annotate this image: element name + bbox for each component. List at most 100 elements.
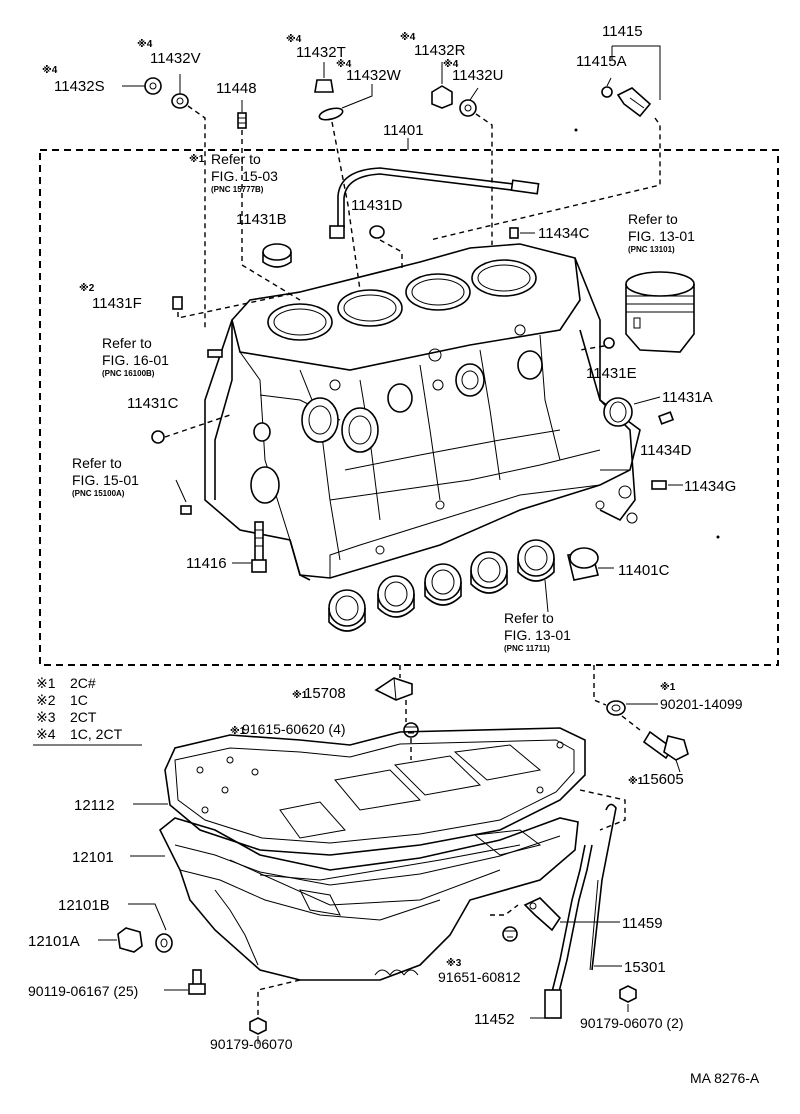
ref-line1-15-03: Refer to <box>211 151 261 167</box>
part-label-11432S: 11432S <box>54 78 105 95</box>
oil-pan-drawing <box>130 789 626 1020</box>
part-label-11431F: 11431F <box>92 295 142 312</box>
part-11432R-drawing <box>431 62 453 109</box>
part-15708-drawing <box>374 665 413 722</box>
part-label-12101B: 12101B <box>58 897 110 914</box>
part-11431D-drawing <box>369 225 403 272</box>
part-label-12101A: 12101A <box>28 933 80 950</box>
part-label-12112: 12112 <box>74 797 115 814</box>
part-label-11434D: 11434D <box>640 442 692 459</box>
part-mark-15605: ※1 <box>628 775 644 787</box>
part-label-11416: 11416 <box>186 555 227 572</box>
ref-pnc-16-01: (PNC 16100B) <box>102 369 155 378</box>
ref-line1-13-01-piston: Refer to <box>628 211 678 227</box>
part-16-01-pin-drawing <box>207 349 223 358</box>
part-11416-drawing <box>232 521 267 573</box>
part-label-90119-06167: 90119-06167 (25) <box>28 983 138 999</box>
part-11431C-drawing <box>151 414 231 444</box>
part-11434G-drawing <box>651 480 683 490</box>
part-11431B-drawing <box>262 243 292 268</box>
part-label-90201-14099: 90201-14099 <box>660 696 743 712</box>
part-11401C-drawing <box>567 547 614 581</box>
legend-text-3: 2CT <box>70 709 97 725</box>
piston-drawing <box>625 271 695 353</box>
part-11434C-drawing <box>509 227 535 239</box>
part-labels: ※4 11432S ※4 11432V 11448 ※4 11432T ※4 1… <box>28 23 760 1086</box>
part-mark-11432W: ※4 <box>336 58 352 70</box>
part-11431F-drawing <box>172 291 301 319</box>
part-15301-drawing <box>589 803 622 971</box>
part-label-11432V: 11432V <box>150 50 201 67</box>
part-mark-11432S: ※4 <box>42 64 58 76</box>
part-91615-60620-drawing <box>403 722 419 760</box>
ref-line2-15-01: FIG. 15-01 <box>72 472 139 488</box>
part-15-01-pin-drawing <box>175 479 192 515</box>
part-mark-91651-60812: ※3 <box>446 957 462 969</box>
part-12101B-drawing <box>128 903 173 953</box>
main-bearings-drawing <box>328 539 555 632</box>
part-mark-91615-60620: ※1 <box>230 725 246 737</box>
ref-pnc-13-01-piston: (PNC 13101) <box>628 245 675 254</box>
legend-mark-2: ※2 <box>36 692 56 708</box>
part-label-12101: 12101 <box>72 849 114 866</box>
legend-text-1: 2C# <box>70 675 96 691</box>
part-90201-14099-drawing <box>593 665 658 716</box>
part-label-91651-60812: 91651-60812 <box>438 969 521 985</box>
part-11448-drawing <box>237 100 301 301</box>
ref-line1-13-01-bearing: Refer to <box>504 610 554 626</box>
part-label-11432W: 11432W <box>346 67 402 84</box>
ref-pnc-13-01-bearing: (PNC 11711) <box>504 644 550 653</box>
part-label-11431A: 11431A <box>662 389 713 406</box>
part-11452-drawing <box>530 844 593 1019</box>
part-label-90179-06070: 90179-06070 <box>210 1036 293 1052</box>
legend-mark-1: ※1 <box>36 675 56 691</box>
ref-line2-13-01-piston: FIG. 13-01 <box>628 228 695 244</box>
part-11432V-drawing <box>171 74 206 330</box>
part-90179-06070-drawing <box>249 1017 267 1044</box>
part-91651-60812-drawing <box>490 904 519 942</box>
part-12101A-drawing <box>98 927 143 953</box>
part-label-11448: 11448 <box>216 80 257 97</box>
part-11459-drawing <box>523 897 620 932</box>
part-label-11431C: 11431C <box>127 395 179 412</box>
ref-line1-15-01: Refer to <box>72 455 122 471</box>
part-label-15605: 15605 <box>642 771 684 788</box>
sub-assembly-label: 11415 <box>602 23 643 40</box>
legend: ※1 2C# ※2 1C ※3 2CT ※4 1C, 2CT <box>33 675 142 746</box>
part-11432U-drawing <box>459 87 493 245</box>
part-90179-06070-2-drawing <box>619 985 637 1012</box>
part-label-11459: 11459 <box>622 915 663 932</box>
ref-line2-13-01-bearing: FIG. 13-01 <box>504 627 571 643</box>
part-label-11452: 11452 <box>474 1011 515 1028</box>
assembly-label: 11401 <box>383 122 424 139</box>
part-label-11415A: 11415A <box>576 53 627 70</box>
part-15605-drawing <box>621 715 689 773</box>
part-11432S-drawing <box>122 77 162 95</box>
part-11431A-drawing <box>603 396 661 427</box>
part-label-11431E: 11431E <box>586 365 637 382</box>
part-label-11432T: 11432T <box>296 44 346 61</box>
part-label-11432R: 11432R <box>414 42 466 59</box>
part-11415-drawing <box>429 45 661 241</box>
ref-line2-15-03: FIG. 15-03 <box>211 168 278 184</box>
ref-pnc-15-01: (PNC 15100A) <box>72 489 125 498</box>
part-label-11431B: 11431B <box>236 211 287 228</box>
part-90119-06167-drawing <box>164 969 206 995</box>
ref-line1-16-01: Refer to <box>102 335 152 351</box>
part-mark-11432U: ※4 <box>443 58 459 70</box>
part-label-11401C: 11401C <box>618 562 670 579</box>
legend-mark-3: ※3 <box>36 709 56 725</box>
legend-mark-4: ※4 <box>36 726 56 742</box>
part-label-11434G: 11434G <box>684 478 736 495</box>
part-11434D-drawing <box>657 411 675 425</box>
part-11432T-drawing <box>314 62 334 93</box>
part-mark-15708: ※1 <box>292 689 308 701</box>
part-11432W-drawing <box>318 84 373 291</box>
ref-pnc-15-03: (PNC 15777B) <box>211 185 264 194</box>
ref-mark-15-03: ※1 <box>189 153 205 165</box>
part-11431E-drawing <box>579 337 615 351</box>
dipstick-guide-drawing <box>329 167 540 239</box>
part-mark-11432V: ※4 <box>137 38 153 50</box>
part-label-11432U: 11432U <box>452 67 503 84</box>
